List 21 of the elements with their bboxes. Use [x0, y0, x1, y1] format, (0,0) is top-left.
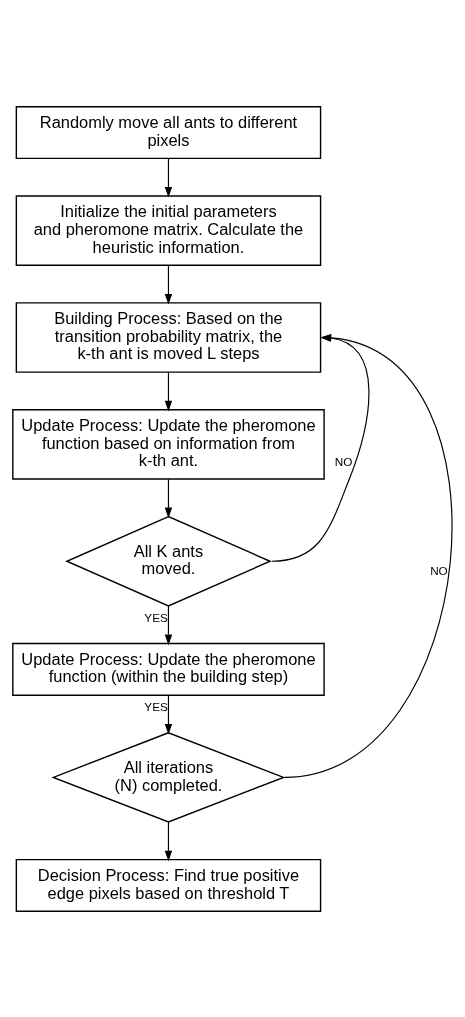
node-box: Randomly move all ants to different pixels	[15, 105, 322, 159]
arrow	[164, 821, 173, 861]
arrow	[284, 333, 453, 778]
node-box: Update Process: Update the pheromone function (within the building step)	[12, 642, 325, 696]
arrow	[164, 157, 173, 198]
node-box: Building Process: Based on the transition probability matrix, the k-th ant is moved L steps	[15, 301, 322, 373]
arrow	[164, 604, 173, 645]
arrow	[164, 694, 173, 734]
arrow	[271, 333, 370, 562]
edge-label: YES	[144, 699, 168, 713]
edge-label: NO	[430, 563, 448, 577]
node-diamond: All K ants moved.	[65, 515, 272, 607]
node-box: Decision Process: Find true positive edge pixels based on threshold T	[15, 858, 322, 912]
node-diamond: All iterations (N) completed.	[51, 731, 286, 823]
edge-label: YES	[144, 610, 168, 624]
arrow	[164, 264, 173, 304]
node-box: Initialize the initial parameters and pheromone matrix. Calculate the heuristic information.	[15, 194, 322, 266]
arrow	[164, 371, 173, 411]
node-box: Update Process: Update the pheromone function based on information from k-th ant.	[12, 408, 325, 480]
arrow	[164, 478, 173, 518]
edge-label: NO	[334, 454, 353, 468]
